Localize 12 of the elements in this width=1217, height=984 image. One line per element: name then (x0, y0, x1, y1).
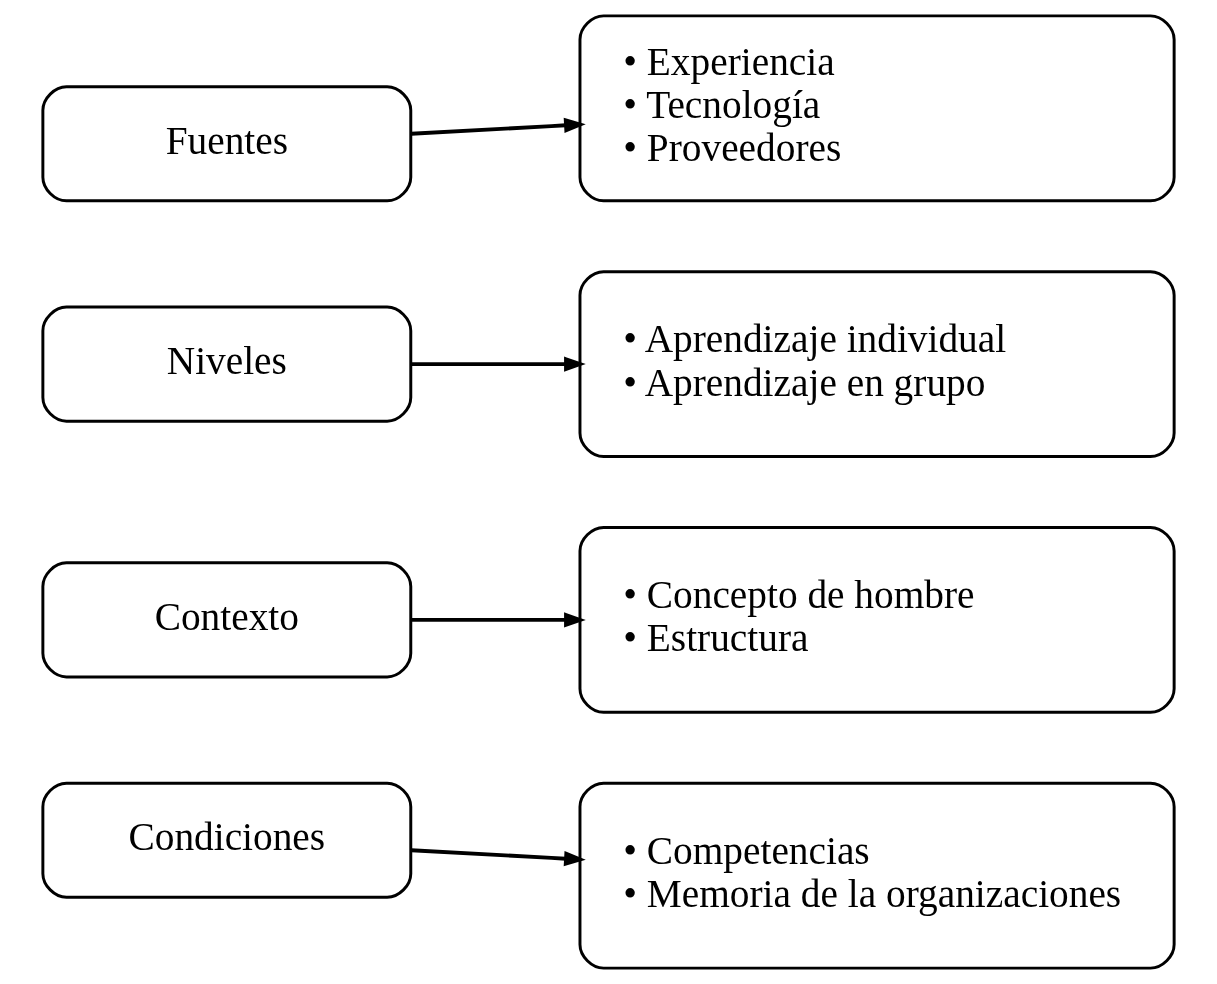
arrow (411, 612, 586, 628)
node-box: • Aprendizaje individual • Aprendizaje en grupo (578, 270, 1176, 459)
arrow (411, 117, 586, 136)
node-box: Condiciones (41, 781, 413, 899)
node-box: Contexto (41, 561, 413, 679)
arrow (411, 356, 586, 372)
node-box: • Experiencia • Tecnología • Proveedores (578, 14, 1176, 203)
arrow (411, 848, 586, 867)
node-box: Niveles (41, 305, 413, 423)
node-box: Fuentes (41, 85, 413, 203)
node-box: • Competencias • Memoria de la organizaciones (578, 781, 1176, 970)
node-box: • Concepto de hombre • Estructura (578, 525, 1176, 714)
